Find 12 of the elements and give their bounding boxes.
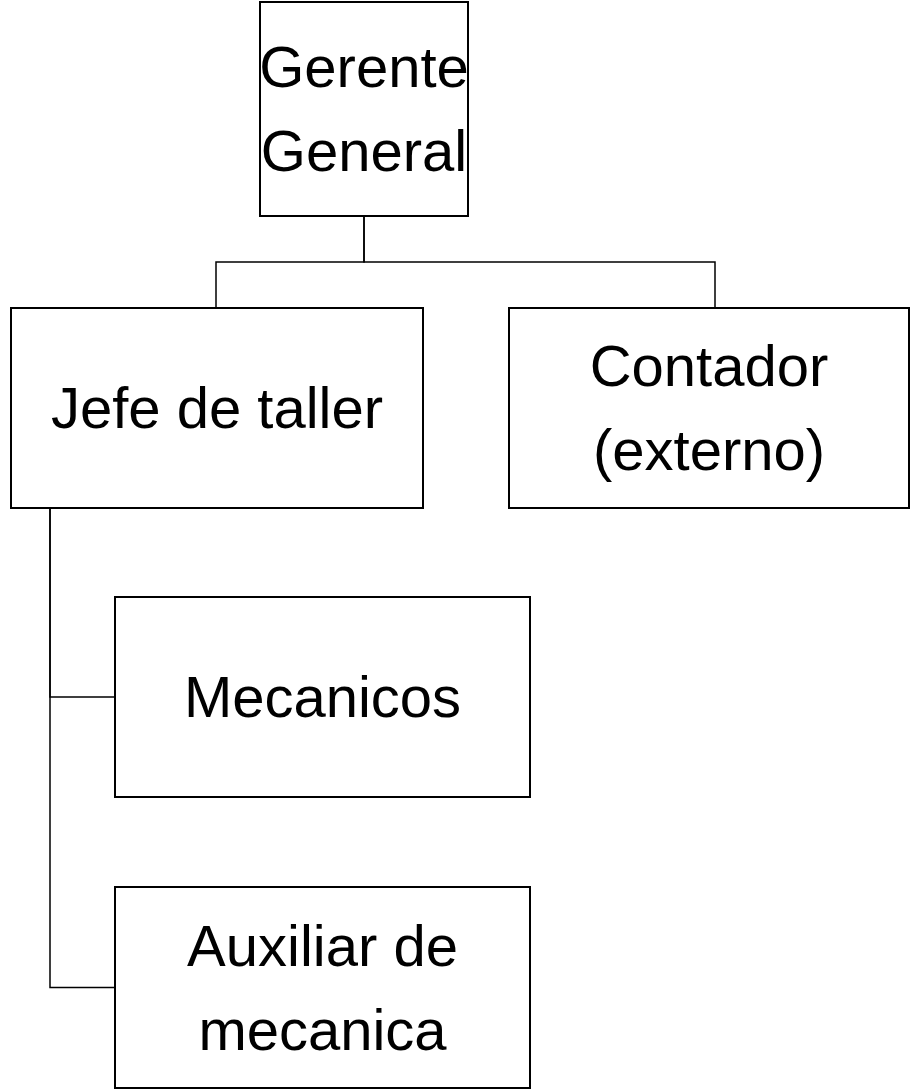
role-label: Jefe de taller	[50, 374, 384, 442]
org-box	[114, 886, 531, 1089]
connector-line	[363, 216, 716, 308]
role-label: Gerente General	[259, 33, 469, 185]
connector-line	[49, 508, 115, 989]
org-box	[508, 307, 910, 509]
org-box	[10, 307, 424, 509]
role-label: Contador (externo)	[588, 332, 830, 484]
org-box	[259, 1, 469, 217]
org-box	[114, 596, 531, 798]
role-label: Mecanicos	[183, 663, 462, 731]
role-label: Auxiliar de mecanica	[186, 911, 459, 1064]
